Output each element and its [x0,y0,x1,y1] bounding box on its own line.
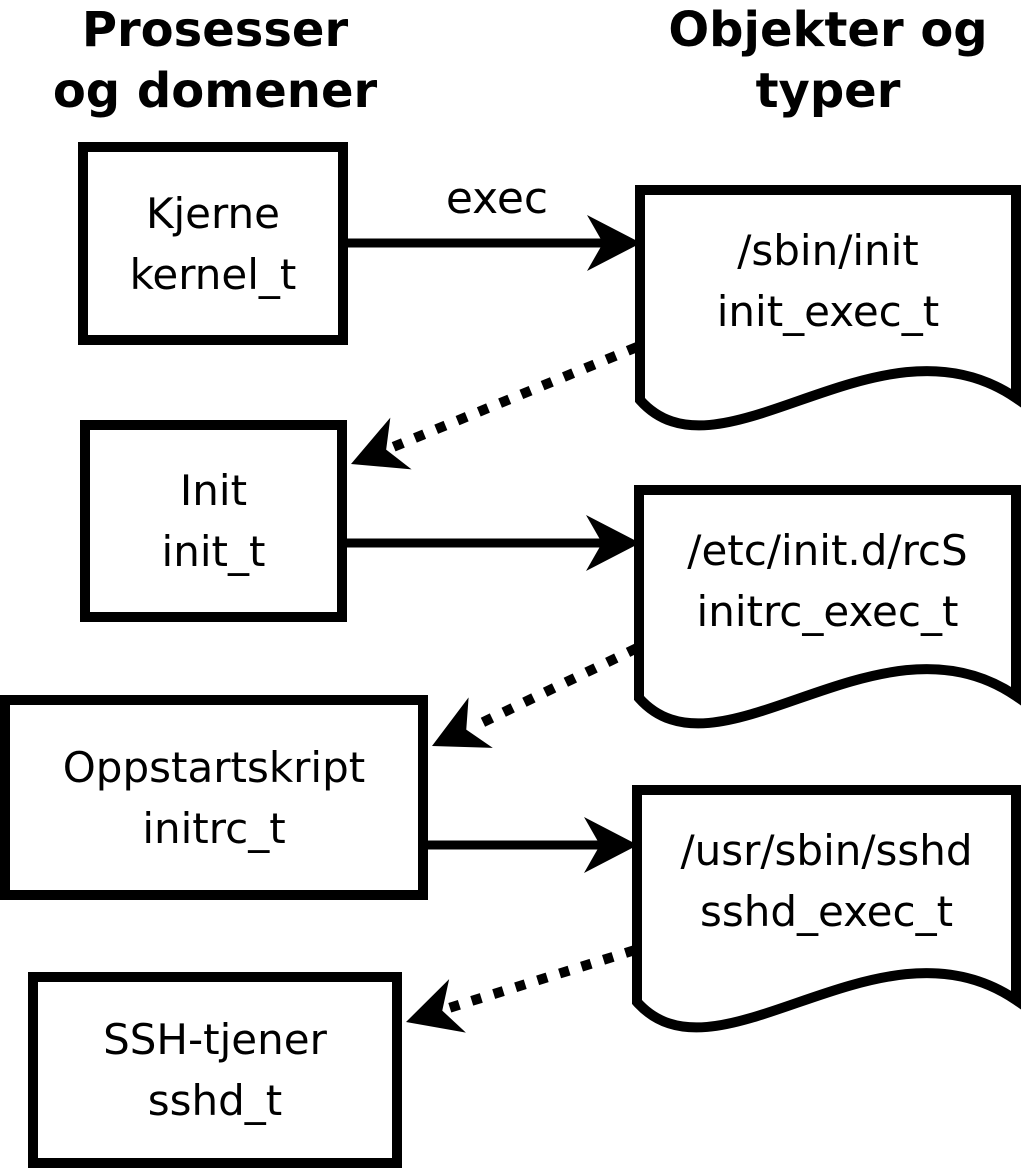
object-label-sbin-init: /sbin/init init_exec_t [640,192,1016,370]
exec-arrow-label: exec [445,173,549,224]
object-type: init_exec_t [716,287,940,336]
process-box-init: Init init_t [80,420,347,622]
arrowhead-icon [351,417,412,470]
process-name: Oppstartskript [62,742,366,792]
process-box-sshd: SSH-tjener sshd_t [28,972,402,1168]
arrowhead-icon [586,515,640,571]
process-type: sshd_t [147,1076,283,1125]
exec-arrow-initrc-to-sshd [428,817,638,873]
object-path: /usr/sbin/sshd [680,826,973,875]
transition-arrow-initrcexec-to-initrct [432,643,640,748]
object-type: initrc_exec_t [696,586,959,636]
object-path: /etc/init.d/rcS [687,525,968,575]
process-name: Init [179,466,248,515]
object-type: sshd_exec_t [699,887,954,936]
arrowhead-icon [432,697,493,748]
document-shape-sbin-init [635,185,1021,431]
document-shape-etc-initd-rcs [634,485,1021,729]
object-label-usr-sbin-sshd: /usr/sbin/sshd sshd_exec_t [637,792,1016,970]
transition-arrow-sshdexec-to-sshdt [406,945,637,1033]
arrowhead-icon [406,979,466,1033]
process-type: initrc_t [142,803,286,853]
process-name: Kjerne [145,188,281,238]
column-header-objects: Objekter og typer [628,0,1024,122]
arrowhead-icon [584,817,638,873]
header-line: typer [755,63,901,119]
header-line: og domener [52,63,378,119]
process-box-initrc: Oppstartskript initrc_t [0,695,428,900]
transition-arrow-initexec-to-initt [351,342,639,470]
process-box-kernel: Kjerne kernel_t [78,142,348,345]
column-header-processes: Prosesser og domener [15,0,415,122]
arrowhead-icon [587,215,641,271]
object-label-etc-initd-rcs: /etc/init.d/rcS initrc_exec_t [639,492,1016,669]
header-line: Objekter og [668,2,988,58]
document-shape-usr-sbin-sshd [632,785,1021,1033]
exec-arrow-init-to-rcs [347,515,640,571]
process-type: kernel_t [129,249,297,299]
process-name: SSH-tjener [103,1015,327,1064]
object-path: /sbin/init [737,226,919,275]
process-type: init_t [161,527,266,576]
exec-arrow-kernel-to-init [348,215,641,271]
header-line: Prosesser [81,2,349,58]
